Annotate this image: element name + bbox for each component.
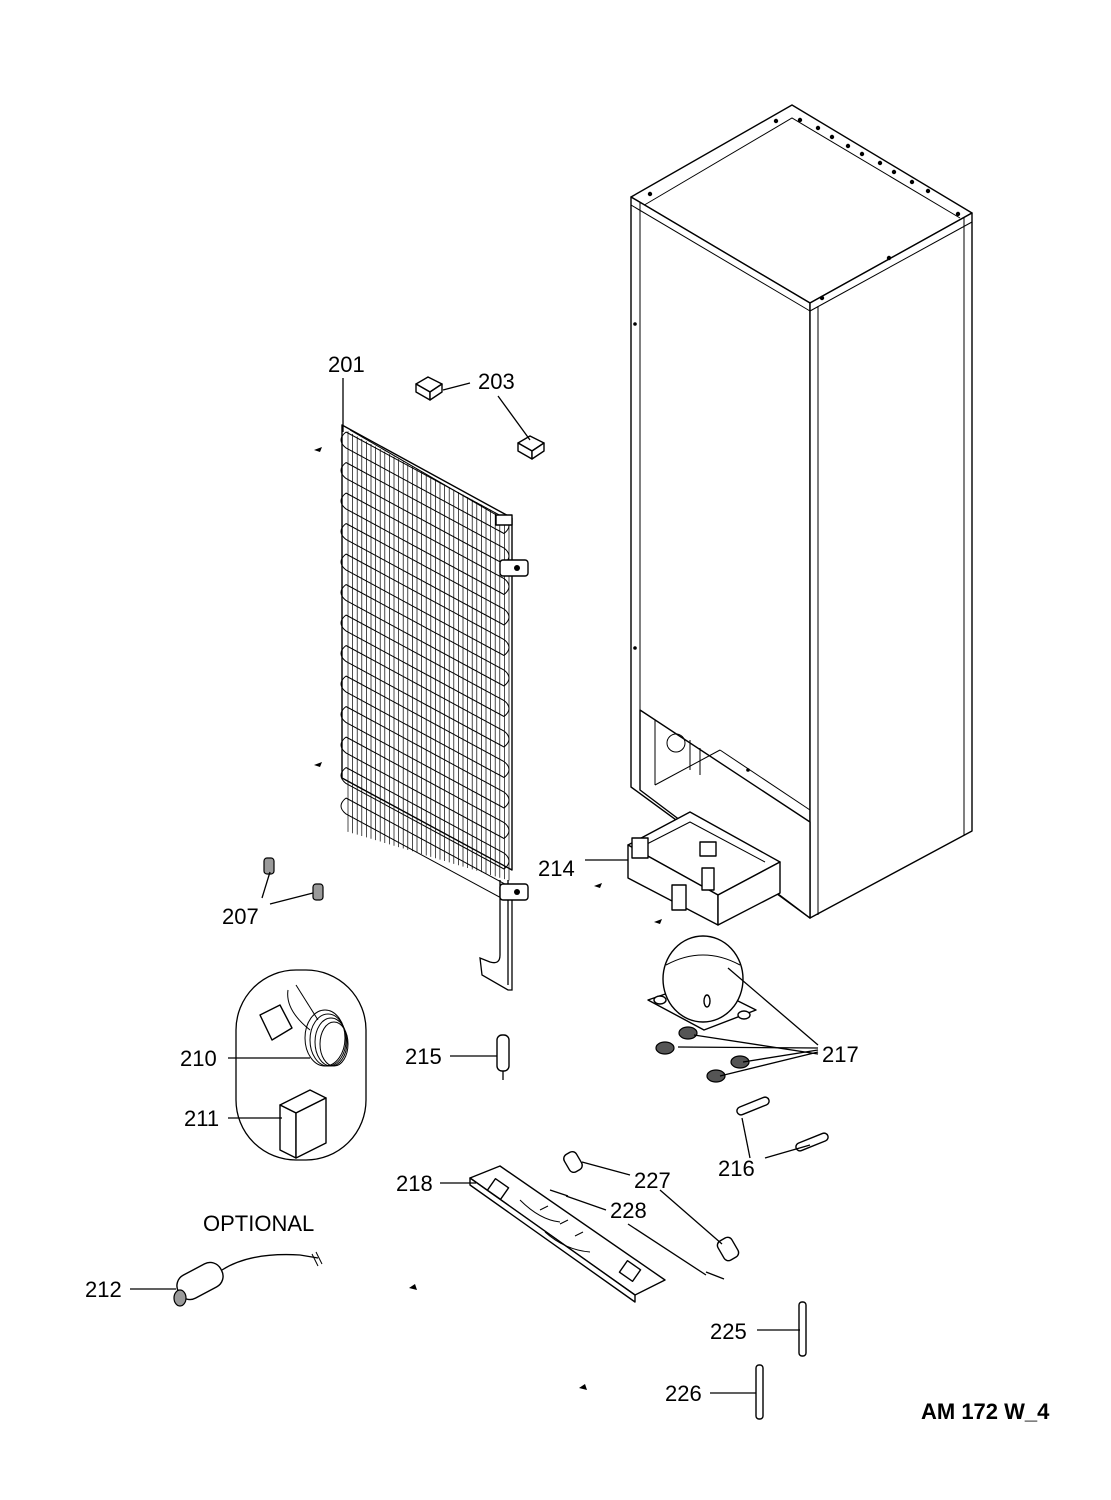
compressor [647,935,757,1031]
condenser-loop [340,675,510,779]
screw-icon [314,447,662,1390]
callout-207: 207 [222,904,259,929]
optional-label: OPTIONAL [203,1211,314,1236]
condenser-loop [340,767,510,870]
callout-215: 215 [405,1044,442,1069]
grommet-217 [655,1026,750,1083]
callout-214: 214 [538,856,575,881]
fridge-cabinet [630,104,973,919]
clamp-216 [736,1096,829,1152]
callout-225: 225 [710,1319,747,1344]
compressor-tray [627,811,781,926]
condenser-tube-loops [340,431,510,901]
callout-217: 217 [822,1042,859,1067]
leader-lines [130,378,819,1394]
condenser-loop [340,614,510,718]
spacer-207 [263,857,324,901]
callout-203: 203 [478,369,515,394]
condenser-loop [340,492,510,596]
callout-201: 201 [328,352,365,377]
condenser-loop [340,523,510,626]
pin-225 [798,1301,807,1357]
clip-203 [415,376,545,460]
condenser-loop [340,584,510,687]
optional-part-212 [173,1251,323,1307]
condenser-wires [347,431,510,881]
callout-226: 226 [665,1381,702,1406]
pin-226 [755,1364,764,1420]
callout-218: 218 [396,1171,433,1196]
base-plate-218 [469,1165,666,1303]
condenser-grille [340,424,529,991]
part-227 [563,1150,740,1262]
callout-227: 227 [634,1168,671,1193]
part-228 [549,1189,725,1280]
callout-210: 210 [180,1046,217,1071]
condenser-loop [340,706,510,809]
drier-215 [496,1034,510,1080]
callout-216: 216 [718,1156,755,1181]
callout-212: 212 [85,1277,122,1302]
callout-228: 228 [610,1198,647,1223]
condenser-loop [340,553,510,657]
model-tag: AM 172 W_4 [921,1399,1050,1424]
condenser-loop [340,645,510,748]
callout-211: 211 [184,1106,219,1131]
power-cord-bubble [235,969,367,1161]
condenser-loop [340,736,510,840]
